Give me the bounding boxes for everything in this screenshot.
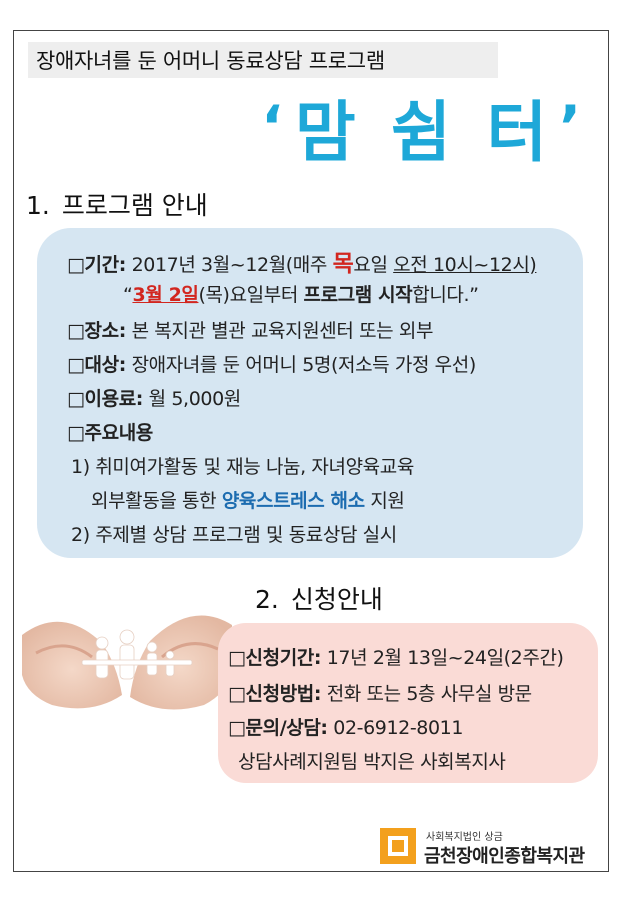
subtitle: 장애자녀를 둔 어머니 동료상담 프로그램 [36,49,385,73]
target-value: 장애자녀를 둔 어머니 5명(저소득 가정 우선) [131,354,477,376]
title-quote-open: ‘ [261,93,290,161]
contact-person: 상담사례지원팀 박지은 사회복지사 [238,751,506,773]
period-value-b: 요일 [353,254,394,276]
section-heading-program: 1. 프로그램 안내 [26,186,208,222]
content-item-1: 1) 취미여가활동 및 재능 나눔, 자녀양육교육 [71,452,414,479]
fee-value: 월 5,000원 [148,388,242,410]
apply-method-value: 전화 또는 5층 사무실 방문 [326,683,532,705]
period-value-c: 오전 10시~12시) [393,254,537,276]
period-value-a: 2017년 3월~12월(매주 [131,254,333,276]
section-heading-apply: 2. 신청안내 [255,580,383,616]
content-row: □주요내용 [67,418,153,445]
start-mid: (목)요일부터 [198,284,304,306]
contact-person-row: 상담사례지원팀 박지은 사회복지사 [238,747,506,774]
item1b-highlight: 양육스트레스 해소 [221,490,365,512]
contact-value: 02-6912-8011 [333,717,464,739]
start-bold: 프로그램 시작 [303,284,413,306]
start-row: “3월 2일(목)요일부터 프로그램 시작합니다.” [123,280,479,307]
place-row: □장소: 본 복지관 별관 교육지원센터 또는 외부 [67,316,433,343]
section-number: 2. [255,585,279,614]
logo-small-text: 사회복지법인 상금 [426,832,503,843]
content-item-1b: 외부활동을 통한 양육스트레스 해소 지원 [91,486,405,513]
subtitle-bar: 장애자녀를 둔 어머니 동료상담 프로그램 [28,42,498,78]
title-quote-close: ’ [559,93,588,161]
apply-period-row: □신청기간: 17년 2월 13일~24일(2주간) [228,643,564,670]
logo-mark-icon [380,828,416,864]
item2-text: 2) 주제별 상담 프로그램 및 동료상담 실시 [71,524,397,546]
place-label: □장소: [67,320,126,342]
section-number: 1. [26,191,50,220]
item1-text: 1) 취미여가활동 및 재능 나눔, 자녀양육교육 [71,456,414,478]
apply-method-row: □신청방법: 전화 또는 5층 사무실 방문 [228,679,532,706]
target-label: □대상: [67,354,126,376]
section-title: 신청안내 [290,585,383,614]
title-text: 맘 쉼 터 [295,94,554,171]
contact-row: □문의/상담: 02-6912-8011 [228,713,463,740]
period-label: □기간: [67,254,126,276]
section-title: 프로그램 안내 [61,191,208,220]
period-row: □기간: 2017년 3월~12월(매주 목요일 오전 10시~12시) [67,244,537,278]
place-value: 본 복지관 별관 교육지원센터 또는 외부 [131,320,434,342]
apply-info-box: □신청기간: 17년 2월 13일~24일(2주간) □신청방법: 전화 또는 … [218,623,598,783]
fee-label: □이용료: [67,388,143,410]
target-row: □대상: 장애자녀를 둔 어머니 5명(저소득 가정 우선) [67,350,476,377]
start-date: 3월 2일 [132,284,199,306]
fee-row: □이용료: 월 5,000원 [67,384,241,411]
contact-label: □문의/상담: [228,717,328,739]
program-title: ‘ 맘 쉼 터 ’ [255,82,593,172]
period-highlight: 목 [332,251,354,277]
item1b-a: 외부활동을 통한 [91,490,222,512]
start-end: 합니다.” [412,284,479,306]
organization-logo: 사회복지법인 상금 금천장애인종합복지관 [380,826,600,867]
content-item-2: 2) 주제별 상담 프로그램 및 동료상담 실시 [71,520,397,547]
content-label: □주요내용 [67,422,153,444]
apply-period-label: □신청기간: [228,647,322,669]
apply-method-label: □신청방법: [228,683,322,705]
apply-period-value: 17년 2월 13일~24일(2주간) [326,647,564,669]
page-frame [13,30,609,872]
item1b-c: 지원 [364,490,405,512]
start-open: “ [123,284,133,306]
program-info-box: □기간: 2017년 3월~12월(매주 목요일 오전 10시~12시) “3월… [37,228,583,558]
hands-family-illustration [22,565,232,730]
logo-name-text: 금천장애인종합복지관 [424,846,585,867]
